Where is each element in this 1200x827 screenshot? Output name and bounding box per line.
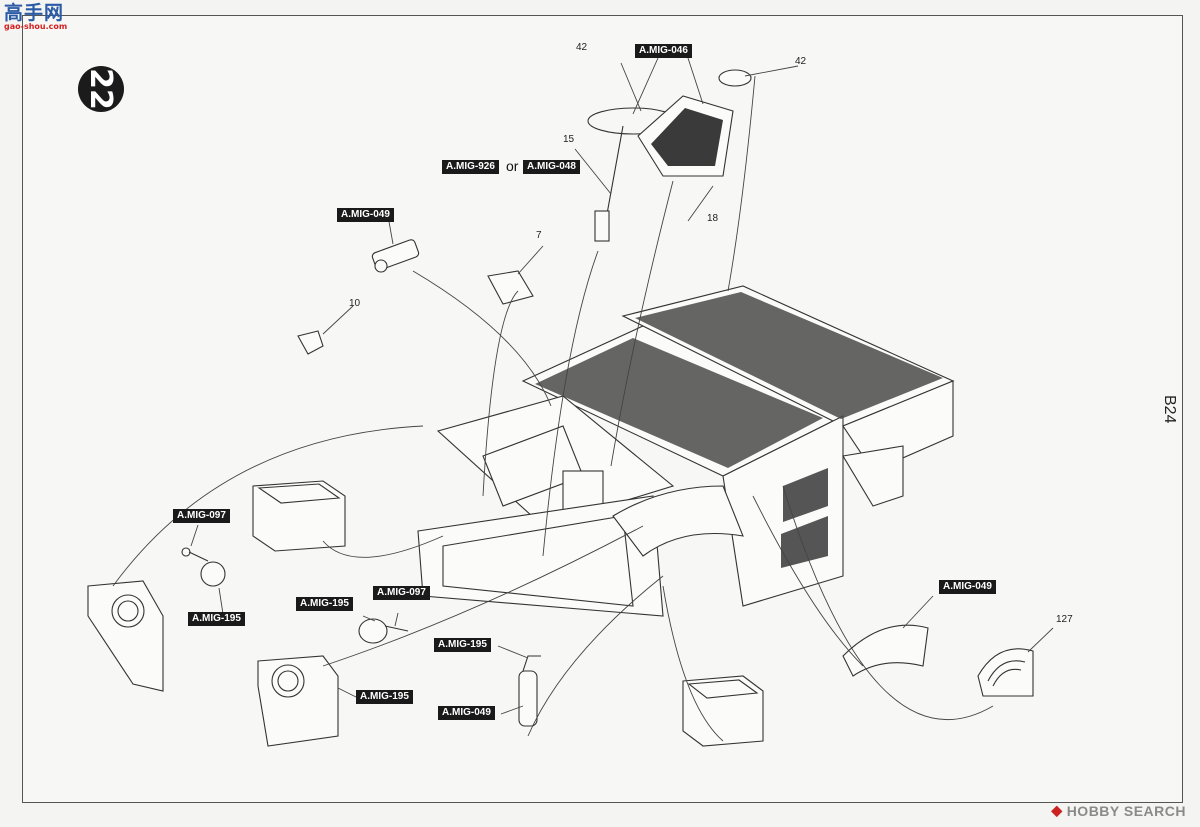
horn-paint-callout: A.MIG-049 <box>337 208 394 222</box>
part-number-bracket: 7 <box>536 230 542 241</box>
left-lamp-callout-a: A.MIG-097 <box>173 509 230 523</box>
part-number-column: 15 <box>563 134 575 145</box>
extinguisher-part <box>518 655 541 727</box>
lamp-left <box>181 547 226 587</box>
part-number-light: 127 <box>1056 614 1073 625</box>
instruction-sheet: 42 A.MIG-046 42 15 A.MIG-926 or A.MIG-04… <box>22 15 1183 803</box>
part-number-lever: 10 <box>349 298 361 309</box>
seat-paint-callout: A.MIG-046 <box>635 44 692 58</box>
left-lamp-callout-b: A.MIG-195 <box>188 612 245 626</box>
seat-part <box>637 95 734 177</box>
extinguisher-callout-a: A.MIG-195 <box>434 638 491 652</box>
leader-lines <box>112 57 1054 742</box>
lamp-mid <box>358 618 409 644</box>
extinguisher-callout-b: A.MIG-049 <box>438 706 495 720</box>
lower-lamp-callout: A.MIG-195 <box>356 690 413 704</box>
assembly-drawing <box>87 57 1054 747</box>
lever-part <box>297 330 324 355</box>
fender-part <box>842 624 929 677</box>
part-number-cap: 42 <box>795 56 807 67</box>
site-logo-text: 高手网 <box>4 2 65 24</box>
watermark: ◆ HOBBY SEARCH <box>1051 802 1186 819</box>
or-separator: or <box>506 158 519 174</box>
mid-lamp-callout-a: A.MIG-195 <box>296 597 353 611</box>
mid-lamp-callout-b: A.MIG-097 <box>373 586 430 600</box>
watermark-logo-icon: ◆ <box>1051 802 1063 818</box>
stowage-box-left <box>252 480 346 552</box>
fender-paint-callout: A.MIG-049 <box>939 580 996 594</box>
site-logo-subtext: gao-shou.com <box>4 22 68 31</box>
watermark-text: HOBBY SEARCH <box>1066 802 1186 819</box>
headlight-housing-lower <box>257 655 339 747</box>
bracket-part <box>487 270 534 305</box>
site-logo: 高手网 gao-shou.com <box>4 4 67 31</box>
column-paint-callout-a: A.MIG-926 <box>442 160 499 174</box>
part-number-seat: 18 <box>707 213 719 224</box>
light-part <box>977 648 1034 697</box>
page-code: B24 <box>1161 395 1178 424</box>
stowage-box-right <box>682 675 764 747</box>
horn-part <box>371 239 420 273</box>
column-paint-callout-b: A.MIG-048 <box>523 160 580 174</box>
part-number-wheel: 42 <box>576 42 588 53</box>
step-number-badge: 22 <box>78 66 124 112</box>
headlight-housing-left <box>87 580 164 692</box>
hull-assembly <box>417 285 955 617</box>
cap-part <box>718 69 752 87</box>
steering-assembly <box>587 107 679 242</box>
